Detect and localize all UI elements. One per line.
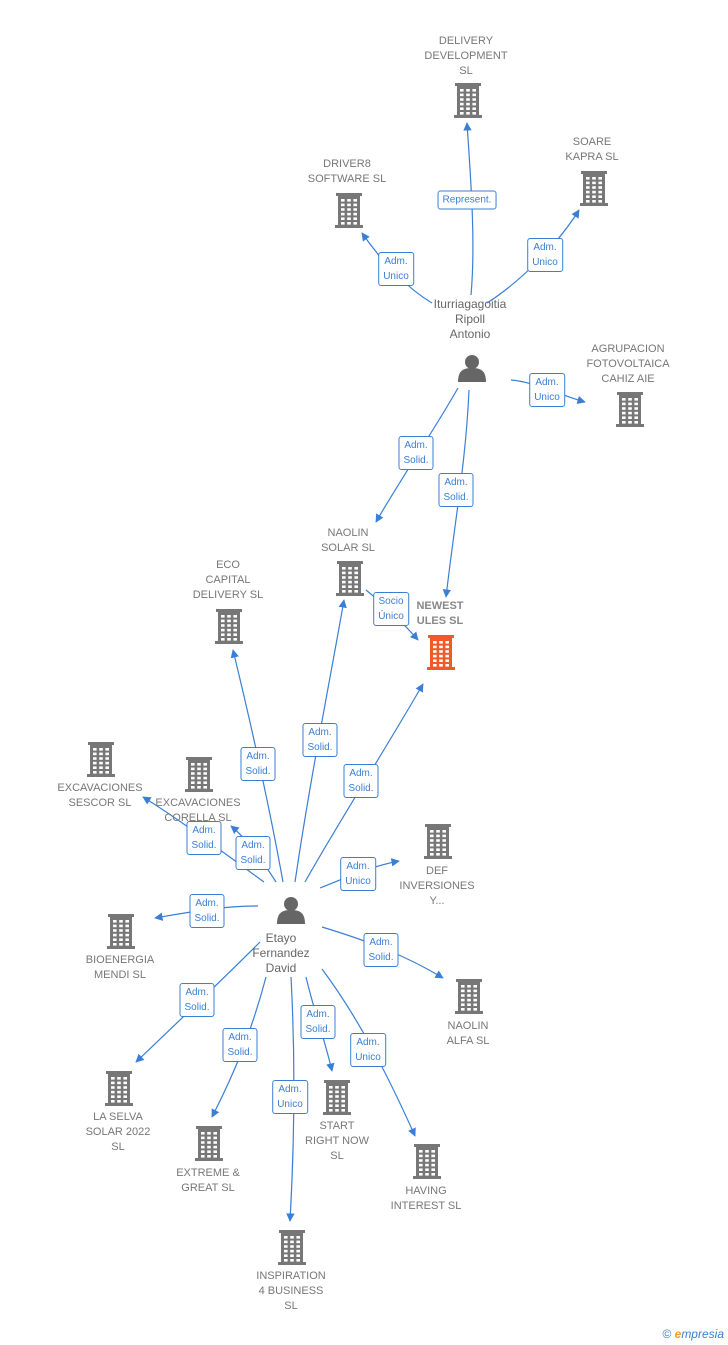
edge-label-e7[interactable]: Adm. Solid. — [240, 747, 276, 781]
edge-label-e5[interactable]: Adm. Solid. — [398, 436, 434, 470]
edge-label-e8[interactable]: Adm. Solid. — [302, 723, 338, 757]
edge-label-e16[interactable]: Adm. Solid. — [179, 983, 215, 1017]
building-icon[interactable] — [87, 742, 115, 777]
building-icon[interactable] — [454, 83, 482, 118]
edge-label-e11[interactable]: Adm. Solid. — [186, 821, 222, 855]
node-label-delivery[interactable]: DELIVERY DEVELOPMENT SL — [424, 35, 508, 77]
copyright-symbol: © — [662, 1327, 672, 1341]
person-icon[interactable] — [458, 355, 486, 382]
node-label-la-selva[interactable]: LA SELVA SOLAR 2022 SL — [85, 1111, 151, 1153]
node-label-having[interactable]: HAVING INTEREST SL — [390, 1185, 462, 1212]
edge-label-e10[interactable]: Socio Único — [373, 592, 409, 626]
brand-initial: e — [674, 1327, 682, 1341]
node-label-iturria[interactable]: Iturriagagoitia Ripoll Antonio — [433, 297, 507, 341]
node-label-start[interactable]: START RIGHT NOW SL — [305, 1120, 369, 1162]
node-label-etayo[interactable]: Etayo Fernandez David — [252, 931, 310, 975]
node-label-soare[interactable]: SOARE KAPRA SL — [565, 136, 619, 163]
edge-label-e6[interactable]: Adm. Solid. — [438, 473, 474, 507]
building-icon[interactable] — [195, 1126, 223, 1161]
building-icon[interactable] — [616, 392, 644, 427]
edge-label-e14[interactable]: Adm. Solid. — [189, 894, 225, 928]
building-icon[interactable] — [335, 193, 363, 228]
edge-label-e18[interactable]: Adm. Solid. — [300, 1005, 336, 1039]
edge-label-e3[interactable]: Adm. Unico — [527, 238, 563, 272]
edge-label-e19[interactable]: Adm. Unico — [350, 1033, 386, 1067]
brand-logo: © empresia — [662, 1327, 724, 1341]
edge-label-e2[interactable]: Adm. Unico — [378, 252, 414, 286]
building-icon[interactable] — [424, 824, 452, 859]
edge-label-e20[interactable]: Adm. Unico — [272, 1080, 308, 1114]
edge-label-e15[interactable]: Adm. Solid. — [363, 933, 399, 967]
building-icon[interactable] — [413, 1144, 441, 1179]
node-label-driver8[interactable]: DRIVER8 SOFTWARE SL — [307, 158, 387, 185]
node-label-def[interactable]: DEF INVERSIONES Y... — [399, 865, 475, 907]
edge-label-e13[interactable]: Adm. Unico — [340, 857, 376, 891]
node-label-exc-sescor[interactable]: EXCAVACIONES SESCOR SL — [57, 782, 143, 809]
node-label-bioenergia[interactable]: BIOENERGIA MENDI SL — [85, 954, 155, 981]
edge-label-e9[interactable]: Adm. Solid. — [343, 764, 379, 798]
node-label-agrupacion[interactable]: AGRUPACION FOTOVOLTAICA CAHIZ AIE — [586, 343, 670, 385]
edge-label-e4[interactable]: Adm. Unico — [529, 373, 565, 407]
node-label-naolin-solar[interactable]: NAOLIN SOLAR SL — [321, 527, 375, 554]
building-icon[interactable] — [107, 914, 135, 949]
building-icon[interactable] — [185, 757, 213, 792]
edge-label-e12[interactable]: Adm. Solid. — [235, 836, 271, 870]
building-icon[interactable] — [580, 171, 608, 206]
edge-label-e1[interactable]: Represent. — [437, 190, 497, 210]
node-label-extreme[interactable]: EXTREME & GREAT SL — [176, 1167, 240, 1194]
brand-name: mpresia — [681, 1327, 724, 1341]
building-icon[interactable] — [336, 561, 364, 596]
building-icon[interactable] — [105, 1071, 133, 1106]
node-label-newest[interactable]: NEWEST ULES SL — [416, 600, 464, 627]
node-label-exc-corella[interactable]: EXCAVACIONES CORELLA SL — [155, 797, 241, 824]
building-icon[interactable] — [427, 635, 455, 670]
edge-label-e17[interactable]: Adm. Solid. — [222, 1028, 258, 1062]
node-label-inspiration[interactable]: INSPIRATION 4 BUSINESS SL — [256, 1270, 326, 1312]
building-icon[interactable] — [323, 1080, 351, 1115]
building-icon[interactable] — [455, 979, 483, 1014]
person-icon[interactable] — [277, 897, 305, 924]
node-label-naolin-alfa[interactable]: NAOLIN ALFA SL — [446, 1020, 490, 1047]
building-icon[interactable] — [215, 609, 243, 644]
building-icon[interactable] — [278, 1230, 306, 1265]
node-label-eco[interactable]: ECO CAPITAL DELIVERY SL — [192, 559, 264, 601]
